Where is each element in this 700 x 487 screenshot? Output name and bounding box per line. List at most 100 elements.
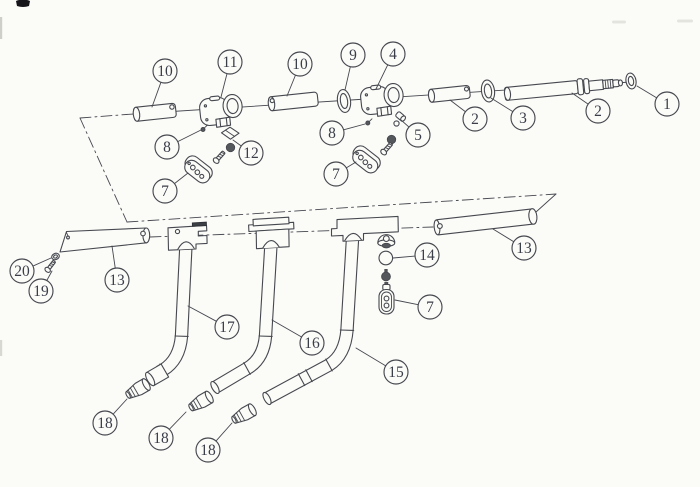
o-ring-1 [625, 72, 637, 90]
callout-15-leader [355, 347, 387, 367]
callout-7-label: 7 [332, 166, 340, 183]
callout-13-circle [511, 235, 537, 261]
callout-13-leader [492, 228, 515, 243]
callout-10-label: 10 [157, 63, 173, 80]
callout-14-leader [392, 255, 416, 259]
callout-12-label: 12 [243, 145, 259, 162]
callout-20-leader [32, 257, 52, 267]
upper-tube-10-left [132, 102, 177, 122]
drop-tube-15 [262, 238, 360, 406]
o-ring-9 [336, 89, 352, 113]
callout-4-circle [380, 41, 406, 67]
callout-10-leader [286, 74, 296, 97]
callout-1-leader [636, 85, 658, 99]
callout-5-label: 5 [414, 127, 422, 144]
callout-15-circle [383, 359, 409, 385]
washer-5 [393, 120, 400, 127]
callout-18-leader [112, 398, 128, 415]
upper-tube-2-long [503, 78, 624, 101]
screw-8-right [365, 120, 371, 126]
callout-3-circle [510, 105, 536, 131]
screw-left [212, 150, 226, 164]
callout-17-leader [187, 305, 217, 322]
callout-2-label: 2 [594, 103, 602, 120]
callout-5-circle [405, 122, 431, 148]
callout-3-leader [490, 97, 514, 113]
sleeve-17 [145, 363, 170, 387]
valve-dome [377, 234, 396, 249]
callout-11-circle [217, 49, 243, 75]
callout-14-label: 14 [419, 247, 435, 264]
disc-14 [378, 250, 394, 266]
coupler-4 [360, 83, 404, 117]
callout-12-leader [232, 139, 242, 147]
callout-12-circle [238, 140, 264, 166]
callout-16-circle [299, 330, 325, 356]
callout-13-label: 13 [109, 272, 125, 289]
callout-8-circle [154, 134, 180, 160]
callout-8-circle [319, 120, 345, 146]
nozzle-capsule-7 [378, 282, 395, 315]
callout-17-circle [214, 314, 240, 340]
drop-tube-17 [156, 243, 193, 378]
callout-18-leader [168, 411, 187, 430]
screw-right [380, 142, 393, 156]
manifold-tube-13-left [59, 227, 151, 253]
callout-4-leader [375, 64, 389, 90]
callout-10-leader [151, 81, 162, 108]
o-ring-3 [480, 79, 496, 103]
upper-tube-10-right [267, 91, 319, 112]
screw-8-left [200, 127, 206, 132]
callout-18-label: 18 [200, 442, 216, 459]
callout-13-leader [111, 245, 116, 269]
callout-20-circle [9, 258, 35, 284]
callout-14-circle [414, 242, 440, 268]
callout-16-leader [271, 319, 303, 338]
callout-18-label: 18 [97, 415, 113, 432]
callout-7-circle [417, 294, 443, 320]
callout-10-circle [287, 51, 313, 77]
valve-parts-center [378, 250, 395, 315]
callout-1-circle [654, 91, 680, 117]
callout-9-label: 9 [349, 47, 357, 64]
nut-20 [51, 252, 60, 261]
callout-13-circle [104, 267, 130, 293]
callout-3-label: 3 [519, 110, 527, 127]
ball-center [381, 271, 391, 282]
flap-12 [220, 126, 240, 140]
callout-18-label: 18 [153, 430, 169, 447]
callout-2-circle [462, 106, 488, 132]
callout-15-label: 15 [388, 364, 404, 381]
valve-parts-right [352, 111, 407, 174]
coupler-11 [199, 94, 243, 128]
callout-4-label: 4 [389, 46, 397, 63]
drop-tube-16 [210, 243, 278, 395]
valve-core-5 [395, 111, 407, 122]
callout-5-leader [400, 119, 410, 128]
upper-tube-2-short [427, 84, 471, 103]
callout-10-circle [152, 58, 178, 84]
callout-19-label: 19 [33, 283, 49, 300]
manifold-fitting-15 [330, 215, 399, 249]
callout-7-circle [323, 161, 349, 187]
spray-tip-18-middle [188, 390, 214, 412]
callout-7-circle [152, 178, 178, 204]
screw-19 [44, 260, 56, 273]
callout-7-leader [174, 172, 189, 185]
callout-8-leader [177, 129, 202, 143]
callout-8-label: 8 [328, 125, 336, 142]
callout-13-label: 13 [516, 240, 532, 257]
nozzle-plate-7-left [184, 155, 213, 184]
callout-7-leader [345, 161, 357, 169]
callout-10-label: 10 [292, 56, 308, 73]
callout-19-leader [46, 270, 53, 281]
callout-2-leader [449, 99, 466, 113]
callout-11-label: 11 [223, 54, 238, 71]
callout-8-leader [343, 123, 366, 131]
scan-marks [0, 0, 693, 356]
spray-tip-18-left [125, 378, 151, 399]
callout-7-leader [394, 299, 419, 306]
